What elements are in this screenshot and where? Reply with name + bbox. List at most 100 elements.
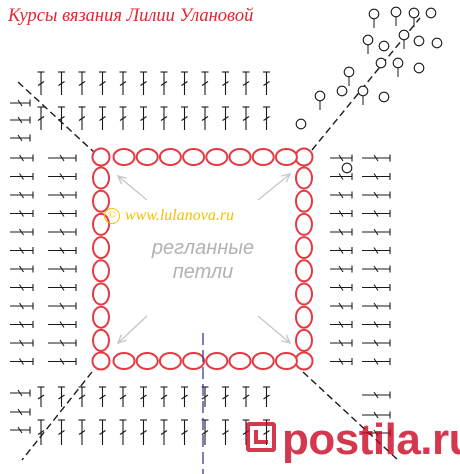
double-crochet-icon bbox=[362, 173, 391, 180]
stitch-tick bbox=[373, 339, 379, 347]
stitch-tick bbox=[59, 321, 65, 328]
arrow-head bbox=[281, 172, 292, 183]
stitch-tick bbox=[338, 321, 344, 328]
double-crochet-icon bbox=[140, 386, 147, 407]
bead-icon bbox=[425, 7, 437, 19]
double-crochet-icon bbox=[48, 284, 77, 291]
stitch-tick bbox=[19, 228, 24, 236]
bead-icon bbox=[295, 118, 307, 130]
raglan-diagonal bbox=[17, 81, 97, 155]
stitch-tick bbox=[119, 81, 127, 86]
site-url: www.lulanova.ru bbox=[125, 207, 235, 224]
double-crochet-icon bbox=[48, 228, 77, 236]
arrow-shaft bbox=[257, 173, 291, 201]
stitch-tick bbox=[338, 265, 344, 273]
stitch-tick bbox=[263, 116, 270, 121]
double-crochet-icon bbox=[330, 210, 353, 217]
stitch-tick bbox=[242, 394, 250, 400]
arrow-icon bbox=[116, 315, 148, 345]
raglan-diagonal bbox=[21, 371, 93, 461]
chain-stitch-icon bbox=[92, 236, 110, 260]
chain-stitch-icon bbox=[295, 236, 313, 260]
double-crochet-icon bbox=[48, 339, 77, 347]
double-crochet-icon bbox=[362, 358, 391, 365]
double-crochet-icon bbox=[58, 71, 65, 95]
chain-stitch-icon bbox=[274, 352, 298, 370]
stitch-tick bbox=[37, 394, 45, 400]
stitch-tick bbox=[59, 191, 65, 199]
double-crochet-icon bbox=[330, 284, 353, 291]
chain-stitch-icon bbox=[294, 147, 314, 167]
double-crochet-icon bbox=[10, 228, 34, 236]
raglan-arrows bbox=[116, 172, 292, 345]
stitch-tick bbox=[19, 265, 24, 273]
chain-stitch-icon bbox=[205, 148, 229, 166]
stitch-tick bbox=[59, 228, 65, 236]
stitch-tick bbox=[19, 284, 24, 291]
double-crochet-icon bbox=[160, 106, 168, 130]
stitch-tick bbox=[59, 247, 65, 254]
chain-stitch-icon bbox=[92, 282, 110, 306]
stitch-tick bbox=[263, 81, 270, 86]
double-crochet-icon bbox=[10, 389, 31, 397]
chain-stitch-icon bbox=[295, 212, 313, 236]
stitch-tick bbox=[59, 302, 65, 310]
double-crochet-icon bbox=[48, 191, 77, 199]
stitch-tick bbox=[17, 426, 23, 434]
chain-stitch-icon bbox=[92, 259, 110, 283]
bead-icon bbox=[390, 6, 402, 18]
double-crochet-icon bbox=[330, 302, 353, 310]
stitch-tick bbox=[373, 302, 379, 310]
double-crochet-icon bbox=[58, 386, 65, 407]
stitch-tick bbox=[59, 358, 65, 365]
double-crochet-icon bbox=[140, 71, 147, 95]
stitch-tick bbox=[222, 430, 229, 435]
double-crochet-icon bbox=[48, 321, 77, 328]
stitch-tick bbox=[19, 191, 24, 199]
chain-stitch-icon bbox=[135, 148, 159, 166]
arrow-icon bbox=[257, 315, 292, 345]
stitch-tick bbox=[373, 247, 379, 254]
double-crochet-icon bbox=[222, 419, 229, 445]
double-crochet-icon bbox=[181, 386, 188, 407]
stitch-tick bbox=[19, 173, 24, 180]
double-crochet-icon bbox=[48, 358, 77, 365]
double-crochet-icon bbox=[181, 71, 188, 95]
chain-stitch-icon bbox=[135, 352, 159, 370]
stitch-tick bbox=[19, 210, 24, 217]
stitch-tick bbox=[181, 394, 188, 400]
double-crochet-icon bbox=[10, 191, 34, 199]
bead-icon bbox=[368, 8, 380, 20]
chain-stitch-icon bbox=[228, 352, 252, 370]
stitch-tick bbox=[338, 284, 344, 291]
stitch-tick bbox=[201, 394, 209, 400]
stitch-tick bbox=[19, 339, 24, 347]
double-crochet-icon bbox=[48, 247, 77, 254]
double-crochet-icon bbox=[58, 106, 65, 130]
chain-stitch-icon bbox=[274, 148, 298, 166]
chain-stitch-icon bbox=[295, 305, 313, 329]
stitch-tick bbox=[58, 81, 65, 86]
double-crochet-icon bbox=[10, 99, 31, 107]
chain-stitch-icon bbox=[91, 351, 111, 371]
double-crochet-icon bbox=[10, 247, 34, 254]
double-crochet-icon bbox=[201, 71, 209, 95]
double-crochet-icon bbox=[10, 284, 34, 291]
double-crochet-icon bbox=[119, 106, 127, 130]
stitch-tick bbox=[222, 81, 229, 86]
stitch-tick bbox=[140, 394, 147, 400]
double-crochet-icon bbox=[48, 173, 77, 180]
double-crochet-icon bbox=[37, 71, 45, 95]
chain-loop-frame bbox=[91, 147, 314, 371]
stitch-tick bbox=[140, 81, 147, 86]
double-crochet-icon bbox=[119, 419, 127, 445]
double-crochet-icon bbox=[362, 429, 391, 437]
stitch-tick bbox=[78, 81, 86, 86]
postila-logo-icon bbox=[246, 422, 276, 452]
stitch-tick bbox=[338, 191, 344, 199]
raglan-label-line1: регланные bbox=[151, 237, 255, 259]
stitch-tick bbox=[263, 394, 270, 400]
double-crochet-icon bbox=[201, 106, 209, 130]
postila-watermark: postila.ru bbox=[246, 415, 460, 465]
stitch-tick bbox=[19, 302, 24, 310]
